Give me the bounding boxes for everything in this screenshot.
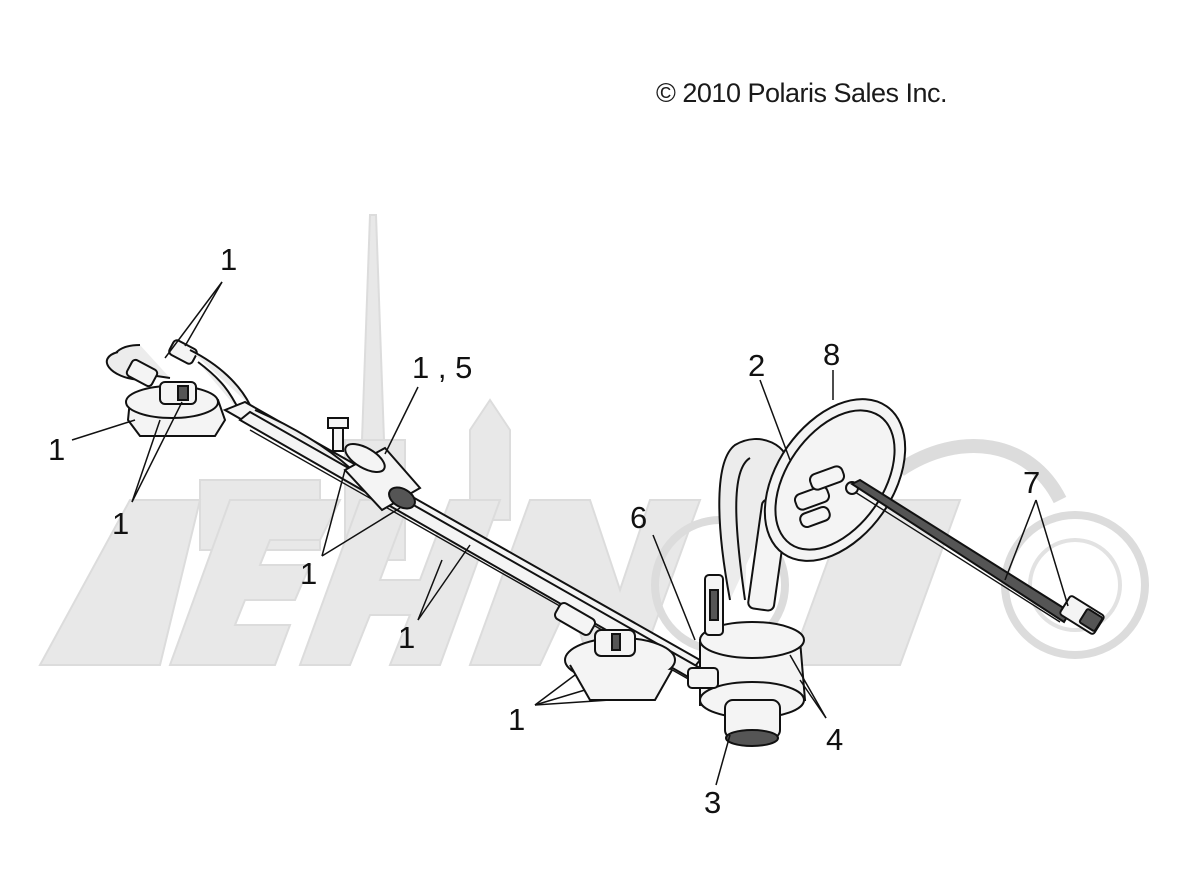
copyright-notice: © 2010 Polaris Sales Inc. <box>656 78 948 108</box>
callout-7: 7 <box>1023 465 1040 500</box>
callout-1-top: 1 <box>220 242 237 277</box>
callout-1-mid: 1 <box>300 556 317 591</box>
watermark-graphic <box>38 214 1149 666</box>
callout-4: 4 <box>826 722 843 757</box>
callout-1-center: 1 <box>398 620 415 655</box>
leader-lines <box>71 281 1069 786</box>
callout-3: 3 <box>704 785 721 820</box>
left-pickup-assembly <box>105 339 251 437</box>
callout-1-left: 1 <box>48 432 65 467</box>
lower-pickup-assembly <box>554 602 676 701</box>
callout-8: 8 <box>823 337 840 372</box>
callout-6: 6 <box>630 500 647 535</box>
callout-1-bottom: 1 <box>508 702 525 737</box>
fuel-filter <box>327 417 422 512</box>
callout-1-5: 1 , 5 <box>412 350 472 385</box>
wiring-harness <box>849 478 1105 635</box>
callout-1-lower-left: 1 <box>112 506 129 541</box>
callout-2: 2 <box>748 348 765 383</box>
